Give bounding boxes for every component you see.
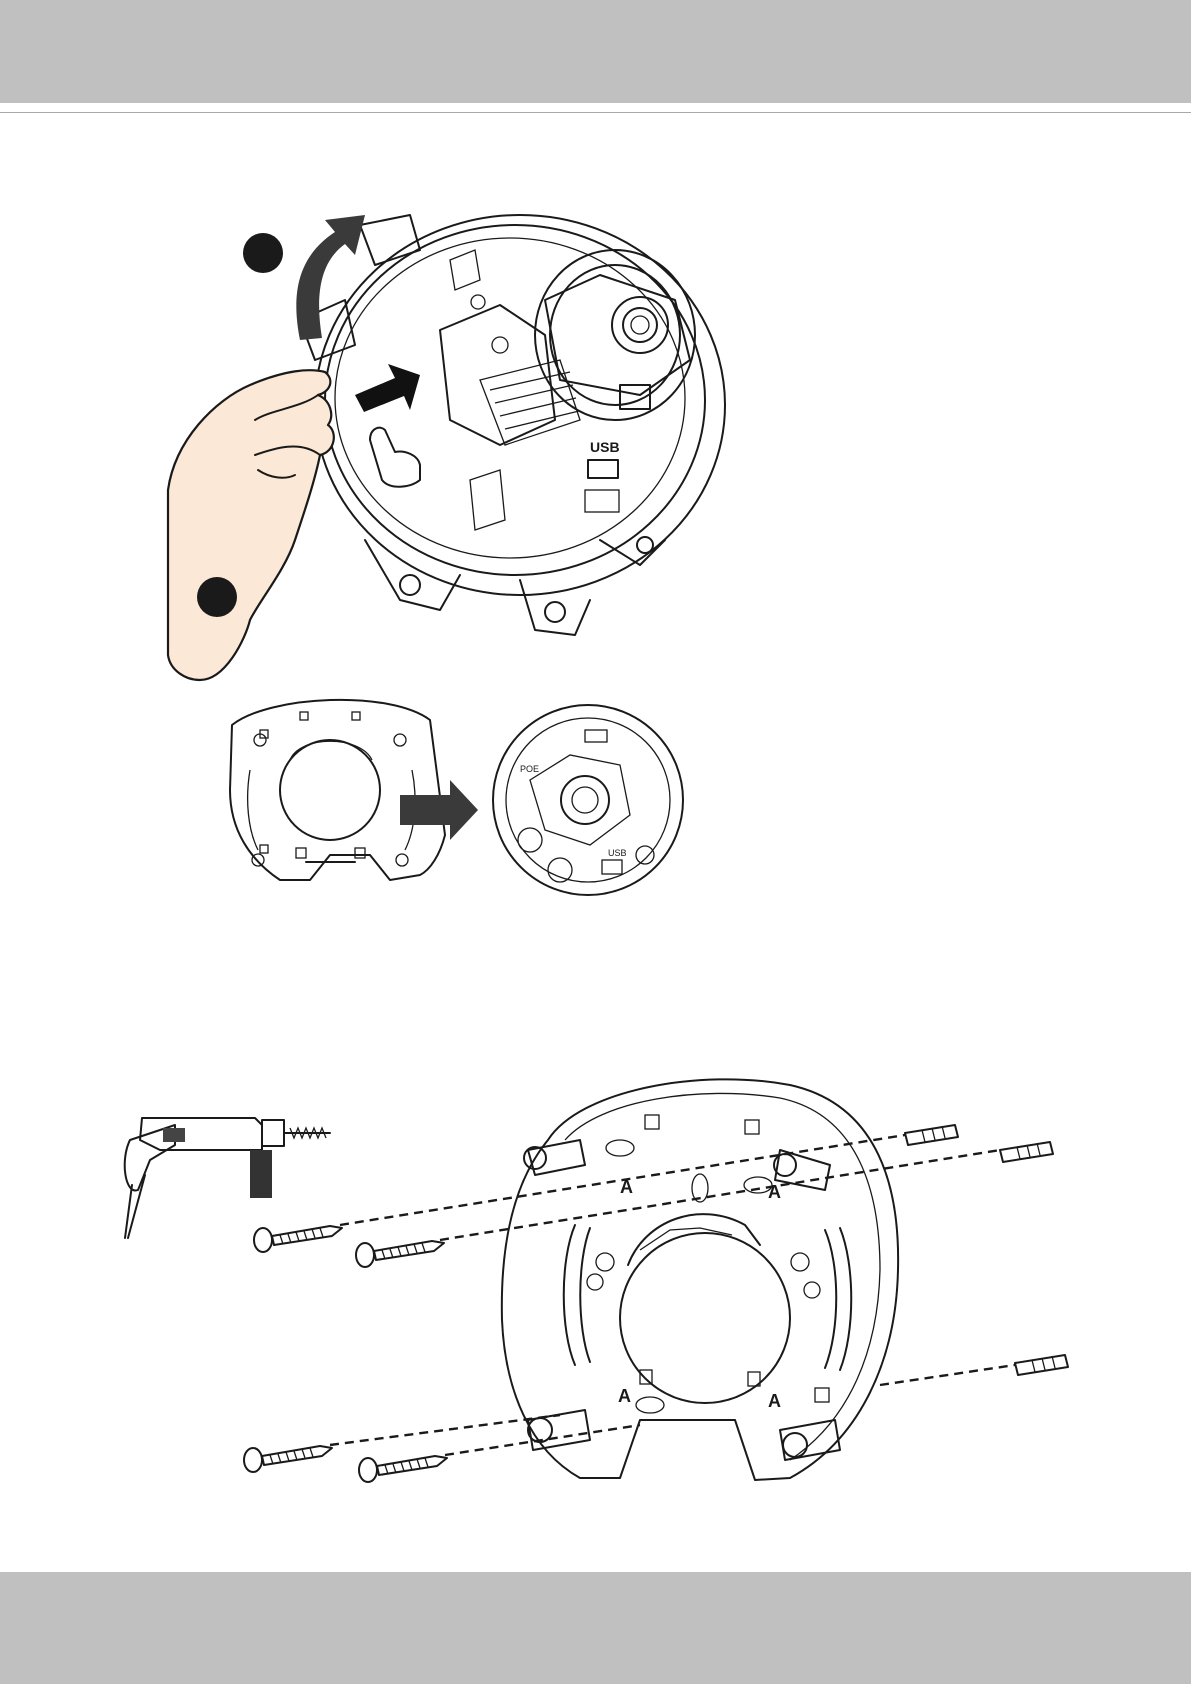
- rotate-arrow-icon: [296, 215, 365, 340]
- usb-port-label: USB: [590, 439, 620, 455]
- footer-band: [0, 1572, 1191, 1684]
- usb-label: USB: [608, 848, 627, 858]
- housing-foot: [520, 580, 590, 635]
- poe-label: POE: [520, 764, 539, 774]
- step-marker: [197, 577, 237, 617]
- pointer-finger-icon: [370, 428, 420, 487]
- figure-remove-module: USB: [168, 215, 725, 680]
- power-drill-icon: [125, 1118, 330, 1238]
- screw-icon: [359, 1456, 447, 1482]
- base-center-hole: [280, 740, 380, 840]
- hand-illustration: [168, 370, 334, 680]
- figure-base-and-module: POE USB: [230, 700, 683, 895]
- step-marker: [243, 233, 283, 273]
- hole-label-a: A: [618, 1386, 631, 1406]
- push-arrow-icon: [355, 364, 420, 412]
- screw-icon: [244, 1446, 332, 1472]
- camera-module: [493, 705, 683, 895]
- alignment-lines: [330, 1135, 1015, 1455]
- plate-center-hole: [620, 1233, 790, 1403]
- screw-icon: [356, 1241, 444, 1267]
- mounting-plate: [502, 1079, 898, 1480]
- camera-lens: [612, 297, 668, 353]
- wall-anchor-icon: [905, 1125, 958, 1145]
- figure-mounting: A A A A: [125, 1079, 1068, 1482]
- hole-label-a: A: [768, 1391, 781, 1411]
- wall-anchor-icon: [1000, 1142, 1053, 1162]
- hole-label-a: A: [768, 1182, 781, 1202]
- screw-icon: [254, 1226, 342, 1252]
- wall-anchor-icon: [1015, 1355, 1068, 1375]
